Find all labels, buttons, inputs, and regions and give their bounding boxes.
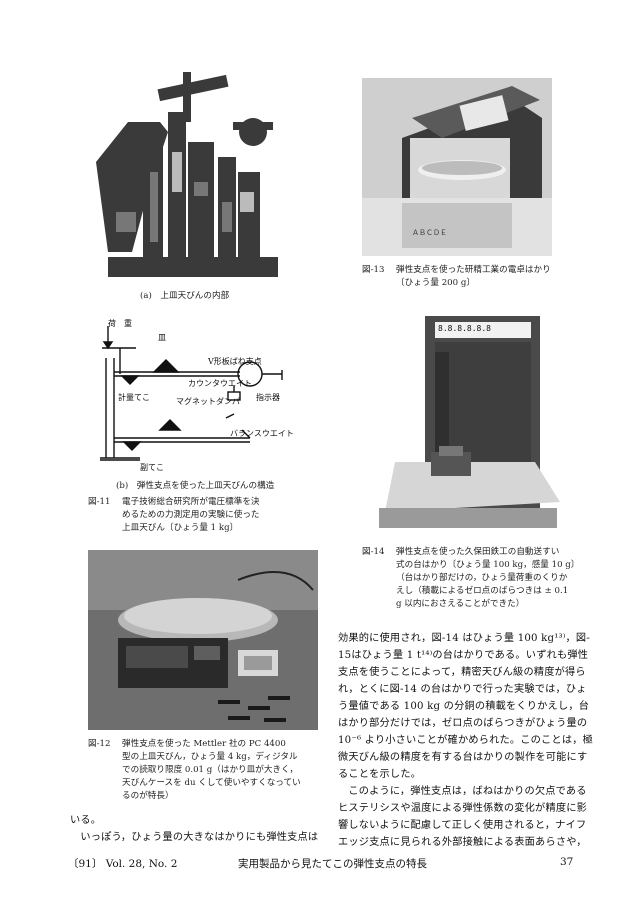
body-right-line: 支点を使うことによって，精密天びん級の精度が得ら — [338, 667, 586, 678]
body-left-line: いっぽう，ひょう量の大きなはかりにも弾性支点は — [70, 832, 319, 843]
figure-13-caption: 図-13 弾性支点を使った研精工業の電卓はかり 〔ひょう量 200 g〕 — [362, 264, 602, 290]
figure-11-caption: 図-11 電子技術総合研究所が電圧標準を決 めるための力測定用の実験に使った 上皿… — [88, 496, 318, 535]
body-right-line: 微天びん級の精度を有する台はかりの製作を可能にす — [338, 752, 588, 763]
figure-11a-caption: (a) 上皿天びんの内部 — [140, 291, 230, 301]
body-right-line: 効果的に使用され，図-14 はひょう量 100 kg¹³⁾，図- — [338, 633, 590, 644]
figure-14-photo — [375, 312, 560, 532]
body-left-line: いる。 — [70, 815, 102, 826]
figure-13-line-1: 〔ひょう量 200 g〕 — [396, 278, 475, 288]
figure-12-line-2: での読取り限度 0.01 g（はかり皿が大きく， — [122, 765, 298, 775]
figure-12-line-4: るのが特長） — [122, 791, 174, 801]
footer-page-number: 37 — [560, 856, 574, 868]
figure-14-line-3: えし（積載によるゼロ点のばらつきは ± 0.1 — [396, 586, 569, 596]
body-right-line: ヒステリシスや温度による弾性係数の変化が精度に影 — [338, 803, 587, 814]
figure-11-line-2: 上皿天びん〔ひょう量 1 kg〕 — [122, 523, 239, 533]
body-right-line: 10⁻⁶ より小さいことが確かめられた。このことは，極 — [338, 735, 593, 746]
footer-title: 実用製品から見たてこの弾性支点の特長 — [238, 858, 427, 870]
figure-12-line-0: 弾性支点を使った Mettler 社の PC 4400 — [122, 739, 286, 749]
figure-14-caption: 図-14 弾性支点を使った久保田鉄工の自動送すい 式の台はかり〔ひょう量 100 … — [362, 546, 612, 611]
label-sub-lever: 副てこ — [140, 463, 164, 472]
figure-11b-caption: (b) 弾性支点を使った上皿天びんの構造 — [116, 481, 275, 491]
figure-11-label: 図-11 — [88, 497, 111, 507]
body-right-line: ることを示した。 — [338, 769, 422, 780]
figure-12-photo — [88, 550, 318, 730]
figure-11a-photo — [88, 62, 288, 284]
body-right-line: れ，とくに図-14 の台はかりで行った実験では，ひょ — [338, 684, 587, 695]
figure-14-line-0: 弾性支点を使った久保田鉄工の自動送すい — [396, 547, 560, 557]
figure-14-line-1: 式の台はかり〔ひょう量 100 kg，感量 10 g〕 — [396, 560, 580, 570]
figure-12-line-1: 型の上皿天びん，ひょう量 4 kg，ディジタル — [122, 752, 298, 762]
figure-11-line-0: 電子技術総合研究所が電圧標準を決 — [122, 497, 260, 507]
figure-11b-diagram — [100, 326, 283, 461]
body-right-line: 15はひょう量 1 t¹⁴⁾の台はかりである。いずれも弾性 — [338, 650, 589, 661]
figure-14-line-2: （台はかり部だけの，ひょう量荷重のくりか — [396, 573, 568, 583]
body-right-line: このように，弾性支点は，ばねはかりの欠点である — [338, 786, 587, 797]
figure-13-device-label: ＡＢＣＤＥ — [412, 229, 447, 237]
body-left-column: いる。 いっぽう，ひょう量の大きなはかりにも弾性支点は — [70, 812, 338, 846]
figure-13-photo — [362, 78, 552, 256]
label-pan: 皿 — [158, 333, 166, 342]
label-indicator: 指示器 — [256, 393, 280, 402]
body-right-line: はかり部分だけでは，ゼロ点のばらつきがひょう量の — [338, 718, 588, 729]
label-load: 荷 重 — [108, 319, 132, 328]
figure-11-line-1: めるための力測定用の実験に使った — [122, 510, 260, 520]
figure-13-line-0: 弾性支点を使った研精工業の電卓はかり — [396, 265, 551, 275]
label-magnet-damper: マグネットダンパ — [176, 397, 240, 406]
body-right-line: 響しないように配慮して正しく使用されると，ナイフ — [338, 820, 587, 831]
body-right-line: エッジ支点に見られる外部接触による表面あらさや， — [338, 837, 587, 848]
body-right-column: 効果的に使用され，図-14 はひょう量 100 kg¹³⁾，図- 15はひょう量… — [338, 630, 602, 851]
figure-12-line-3: 天びんケースを du くして使いやすくなってい — [122, 778, 301, 788]
figure-12-label: 図-12 — [88, 739, 111, 749]
label-balance-weight: バランスウエイト — [230, 429, 294, 438]
figure-12-caption: 図-12 弾性支点を使った Mettler 社の PC 4400 型の上皿天びん，… — [88, 738, 328, 803]
label-v-spring: V形板ばね支点 — [208, 357, 262, 366]
label-weighing-lever: 計量てこ — [118, 393, 150, 402]
figure-14-display: 8.8.8.8.8.8 — [438, 324, 491, 333]
label-counterweight: カウンタウエイト — [188, 379, 252, 388]
figure-13-label: 図-13 — [362, 265, 385, 275]
footer-issue: 〔91〕 Vol. 28, No. 2 — [68, 858, 178, 870]
figure-14-label: 図-14 — [362, 547, 385, 557]
figure-14-line-4: g 以内におさえることができた） — [396, 599, 525, 609]
body-right-line: う量値である 100 kg の分銅の積載をくりかえし，台 — [338, 701, 590, 712]
